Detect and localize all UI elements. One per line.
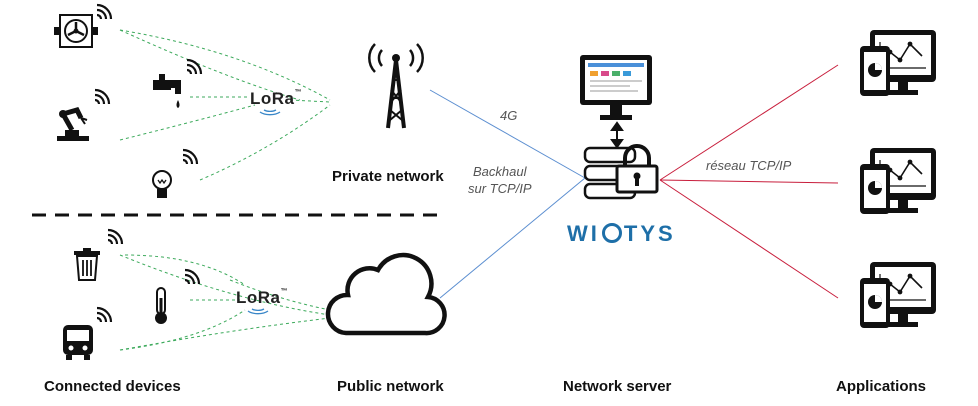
computer-tablet-icon <box>859 147 937 215</box>
private-network-label: Private network <box>332 168 444 185</box>
lora-mark: ™ <box>294 89 302 96</box>
lora-logo-public: LoRa™ <box>236 288 288 308</box>
wiotys-logo-tys: TYS <box>623 221 676 246</box>
backhaul-label-line2: sur TCP/IP <box>468 181 532 196</box>
wiotys-logo: WI TYS <box>567 221 676 247</box>
wifi-icon <box>183 268 201 286</box>
faucet-icon <box>153 74 181 108</box>
wifi-icon <box>106 228 124 246</box>
trash-can-icon <box>74 248 100 281</box>
wifi-icon <box>185 58 203 76</box>
bus-icon <box>63 325 93 360</box>
robot-arm-icon <box>57 107 89 141</box>
computer-tablet-icon <box>859 29 937 97</box>
application-links <box>659 64 839 299</box>
thermometer-icon <box>155 287 167 324</box>
connected-devices-label: Connected devices <box>44 378 181 395</box>
fan-icon <box>54 14 98 48</box>
public-network-label: Public network <box>337 378 444 395</box>
cloud-icon <box>325 252 447 336</box>
server-lock-icon <box>583 144 659 200</box>
monitor-icon <box>580 55 652 120</box>
lora-text: LoRa <box>250 89 295 108</box>
lora-logo-private: LoRa™ <box>250 89 302 109</box>
lightbulb-icon <box>152 170 172 198</box>
lora-waves-icon <box>247 308 269 315</box>
wiotys-logo-wi: WI <box>567 221 600 246</box>
lora-mark: ™ <box>280 288 288 295</box>
cell-tower-icon <box>368 43 424 129</box>
lora-text: LoRa <box>236 288 281 307</box>
sync-arrow <box>610 121 624 149</box>
backhaul-label-line1: Backhaul <box>473 164 527 179</box>
link-4g-label: 4G <box>500 108 518 123</box>
network-server-label: Network server <box>563 378 672 395</box>
wiotys-logo-o <box>601 223 622 243</box>
wifi-icon <box>93 88 111 106</box>
applications-label: Applications <box>836 378 927 395</box>
computer-tablet-icon <box>859 261 937 329</box>
backhaul-links <box>429 89 586 299</box>
reseau-label: réseau TCP/IP <box>706 158 792 173</box>
wifi-icon <box>95 306 113 324</box>
wifi-icon <box>95 3 113 21</box>
lora-waves-icon <box>259 109 281 116</box>
wifi-icon <box>181 148 199 166</box>
private-device-links <box>119 29 331 181</box>
public-device-links <box>119 254 331 351</box>
